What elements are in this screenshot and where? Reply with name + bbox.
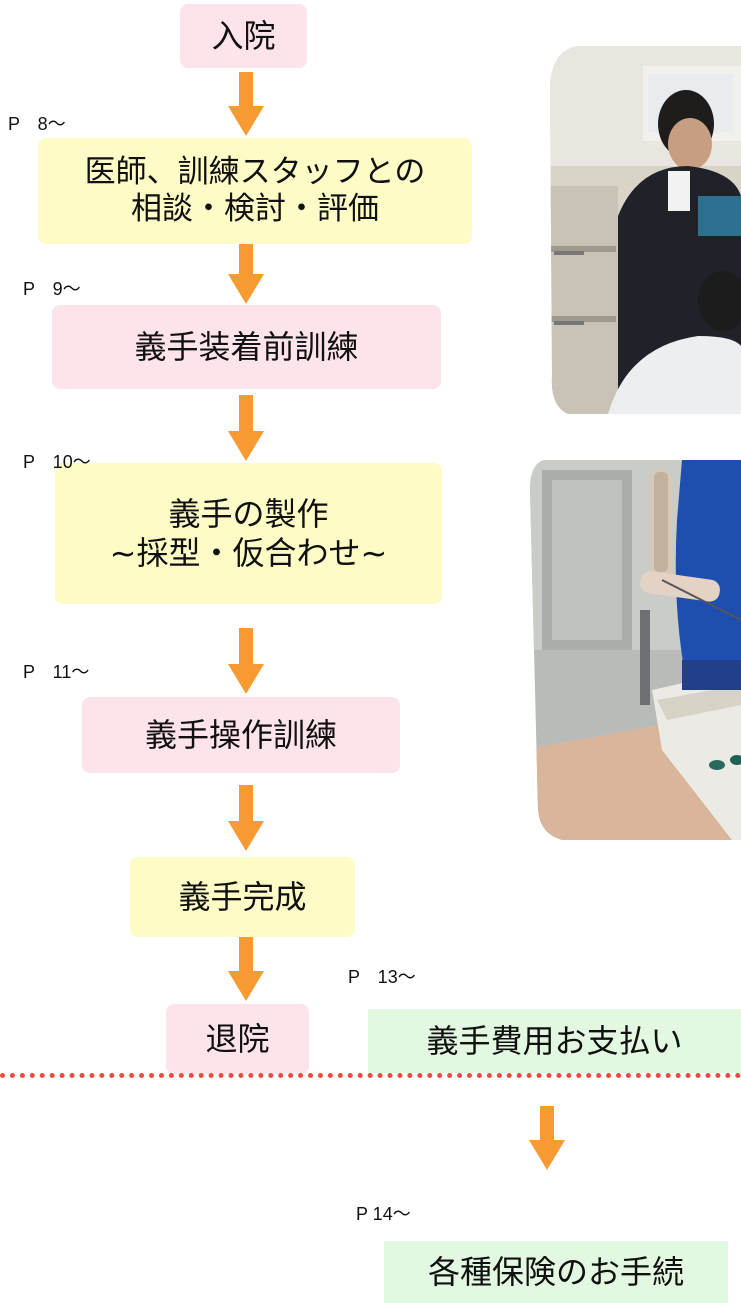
insurance-label: 各種保険のお手続: [427, 1252, 684, 1291]
page-ref-p14: P 14～: [356, 1204, 411, 1224]
down-arrow-icon: [228, 244, 264, 304]
page-ref-p10: P 10～: [23, 452, 91, 472]
payment-label: 義手費用お支払い: [426, 1021, 683, 1060]
consultation-label-line2: 相談・検討・評価: [131, 191, 379, 227]
dotted-divider: [0, 1073, 741, 1078]
discharge-box: 退院: [166, 1004, 309, 1074]
prosthesis-training-photo: [530, 460, 741, 840]
page-ref-p9: P 9～: [23, 279, 81, 299]
completion-box: 義手完成: [130, 857, 355, 937]
operation-training-label: 義手操作訓練: [144, 715, 337, 754]
consultation-photo: [550, 46, 741, 414]
down-arrow-icon: [228, 785, 264, 851]
pre-fitting-training-label: 義手装着前訓練: [134, 327, 359, 366]
down-arrow-icon: [529, 1106, 565, 1170]
operation-training-box: 義手操作訓練: [82, 697, 400, 773]
down-arrow-icon: [228, 937, 264, 1001]
admission-box: 入院: [180, 4, 307, 68]
page-ref-p11: P 11～: [23, 662, 90, 682]
payment-box: 義手費用お支払い: [368, 1009, 741, 1073]
consultation-label-line1: 医師、訓練スタッフとの: [84, 153, 426, 190]
down-arrow-icon: [228, 395, 264, 461]
page-ref-p8: P 8～: [8, 114, 66, 134]
prosthesis-manufacture-box: 義手の製作 ~採型・仮合わせ~: [55, 463, 442, 604]
discharge-label: 退院: [205, 1019, 270, 1058]
prosthesis-manufacture-label-line2: ~採型・仮合わせ~: [109, 533, 388, 572]
pre-fitting-training-box: 義手装着前訓練: [52, 305, 441, 389]
down-arrow-icon: [228, 72, 264, 136]
admission-label: 入院: [211, 16, 276, 55]
consultation-box: 医師、訓練スタッフとの 相談・検討・評価: [38, 138, 472, 244]
insurance-box: 各種保険のお手続: [384, 1241, 728, 1303]
prosthesis-manufacture-label-line1: 義手の製作: [168, 495, 329, 534]
down-arrow-icon: [228, 628, 264, 694]
page-ref-p13: P 13～: [348, 967, 416, 987]
completion-label: 義手完成: [178, 877, 307, 916]
